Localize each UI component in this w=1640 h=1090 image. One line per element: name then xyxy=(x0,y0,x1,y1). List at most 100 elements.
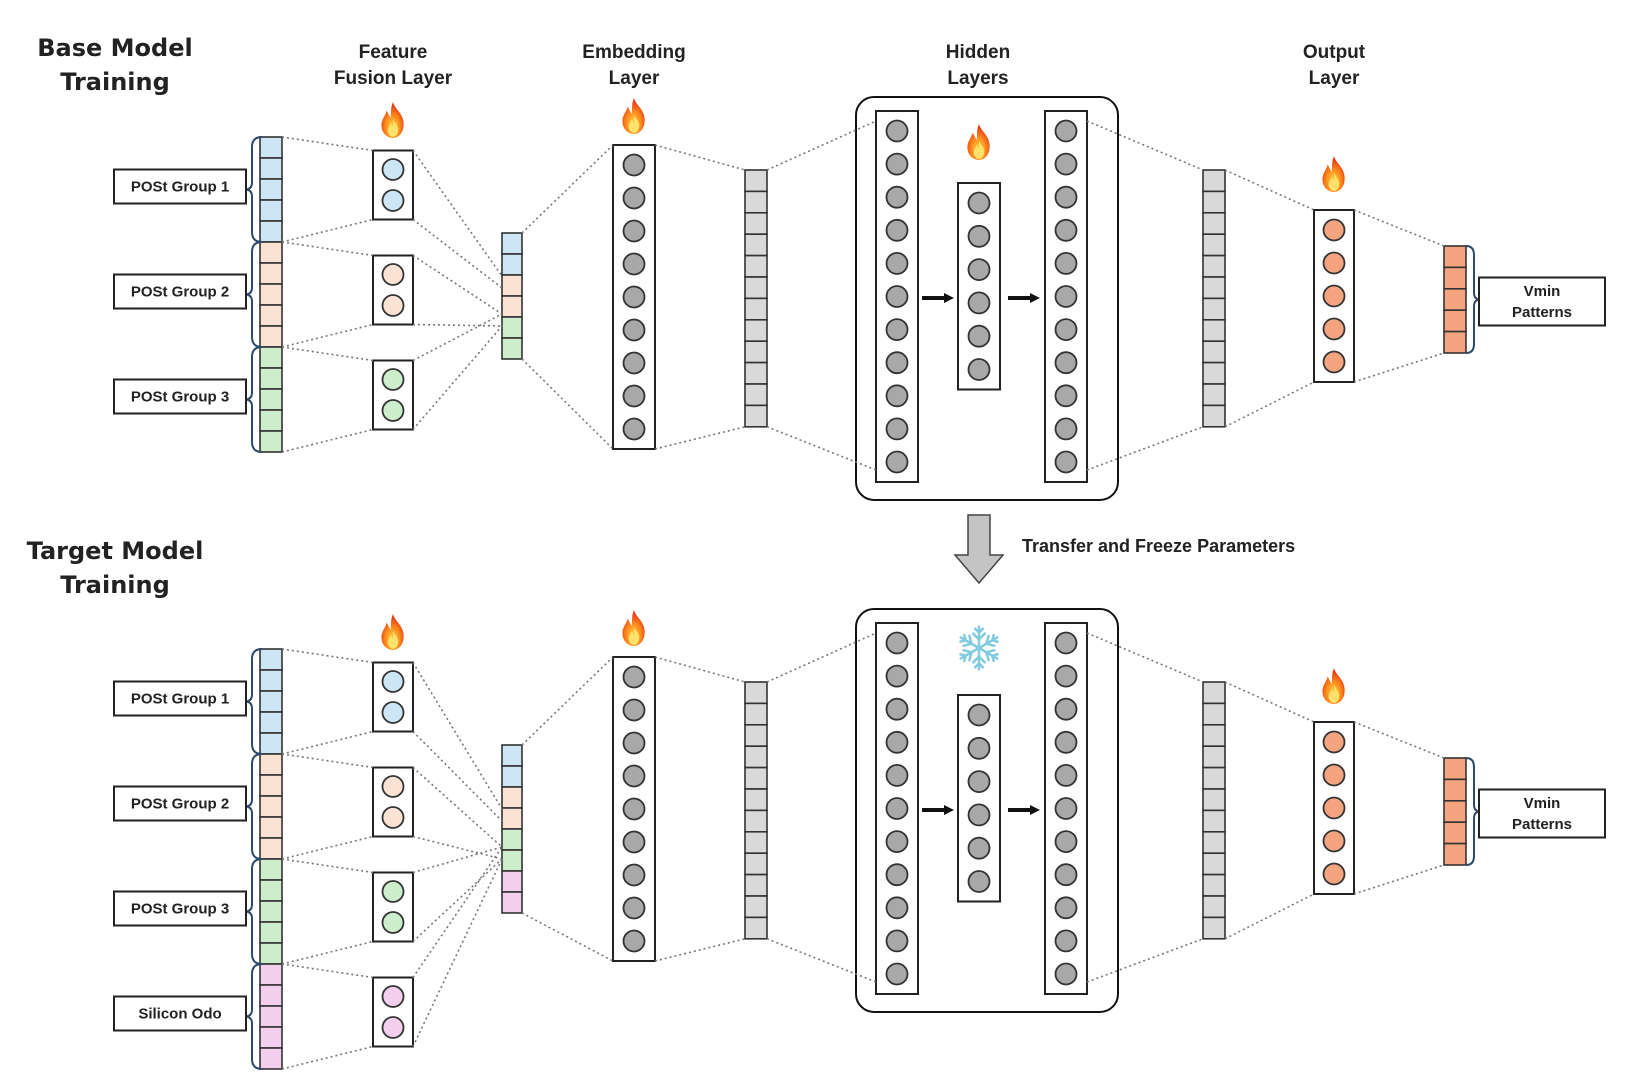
neuron xyxy=(967,291,991,315)
neuron xyxy=(885,697,909,721)
vector-to-output-line xyxy=(1224,681,1315,723)
vector-cell xyxy=(259,220,283,243)
neuron xyxy=(885,664,909,688)
vector-cell xyxy=(259,388,283,411)
vector-cell xyxy=(744,383,768,407)
hidden-to-vector-line xyxy=(1086,632,1204,683)
neuron xyxy=(381,158,405,181)
neuron xyxy=(967,803,991,827)
vector-cell xyxy=(259,157,283,180)
label-box xyxy=(113,995,247,1032)
hidden-layer-3 xyxy=(1044,110,1088,483)
input-vector-group-1 xyxy=(259,136,283,243)
hidden-layer-2 xyxy=(957,182,1001,391)
input-to-fusion-line xyxy=(281,241,374,257)
vector-cell xyxy=(259,837,283,860)
input-to-fusion-line xyxy=(281,940,374,965)
neuron xyxy=(1054,631,1078,655)
neuron xyxy=(885,119,909,143)
neuron xyxy=(885,730,909,754)
vector-cell xyxy=(259,816,283,839)
neuron xyxy=(622,384,646,408)
neuron xyxy=(885,318,909,342)
vector-cell xyxy=(744,681,768,705)
neuron xyxy=(885,631,909,655)
vector-cell xyxy=(1202,723,1226,747)
vector-cell xyxy=(259,367,283,390)
vector-cell xyxy=(744,190,768,214)
neuron xyxy=(622,797,646,821)
neuron xyxy=(622,219,646,243)
vector-cell xyxy=(1443,842,1467,866)
fused-vector xyxy=(501,232,523,360)
header-embedding-line1: Embedding xyxy=(582,42,685,63)
input-to-fusion-line xyxy=(281,858,374,874)
vector-cell xyxy=(1443,799,1467,823)
label-box xyxy=(113,680,247,717)
input-to-fusion-line xyxy=(281,323,374,348)
vector-cell xyxy=(259,304,283,327)
input-to-fusion-line xyxy=(281,835,374,860)
vector-cell xyxy=(259,1047,283,1070)
neuron xyxy=(381,399,405,422)
embedding-to-vector-line xyxy=(654,656,746,683)
neuron xyxy=(381,368,405,391)
neuron xyxy=(1054,285,1078,308)
vector-cell xyxy=(259,774,283,797)
vector-cell xyxy=(501,786,523,809)
input-label-3: POSt Group 3 xyxy=(113,890,247,927)
neuron xyxy=(1054,384,1078,408)
vector-cell xyxy=(1202,830,1226,854)
neuron xyxy=(1054,797,1078,820)
label-text: POSt Group 2 xyxy=(131,284,229,301)
output-to-vector-line xyxy=(1353,352,1445,383)
neuron xyxy=(885,152,909,176)
vector-to-output-line xyxy=(1224,381,1315,428)
neuron xyxy=(381,985,405,1008)
vector-cell xyxy=(1202,852,1226,876)
label-box xyxy=(113,378,247,415)
neuron xyxy=(967,736,991,760)
vector-cell xyxy=(1202,276,1226,300)
input-label-2: POSt Group 2 xyxy=(113,273,247,310)
header-feature-fusion-line2: Fusion Layer xyxy=(334,68,453,89)
vector-cell xyxy=(744,361,768,385)
vector-cell xyxy=(1202,681,1226,705)
vector-cell xyxy=(501,253,523,276)
vector-cell xyxy=(259,942,283,965)
embedding-vector xyxy=(744,681,768,940)
fused-to-embedding-line xyxy=(521,144,614,234)
vector-cell xyxy=(1443,266,1467,290)
neuron xyxy=(1322,862,1346,886)
neuron xyxy=(1322,350,1346,374)
transfer-label: Transfer and Freeze Parameters xyxy=(1022,536,1295,556)
fusion-neuron-box-2 xyxy=(372,254,414,326)
label-box xyxy=(1478,276,1606,327)
vector-cell xyxy=(744,809,768,833)
hidden-to-vector-line xyxy=(1086,938,1204,983)
neuron xyxy=(1322,763,1346,787)
fused-to-embedding-line xyxy=(521,656,614,746)
fusion-to-fused-line xyxy=(412,766,503,848)
output-layer xyxy=(1313,209,1355,383)
vector-cell xyxy=(501,744,523,767)
vector-cell xyxy=(501,232,523,255)
neuron xyxy=(381,775,405,798)
vector-cell xyxy=(259,1026,283,1049)
label-text: Silicon Odo xyxy=(138,1006,221,1023)
neuron xyxy=(381,880,405,903)
input-to-fusion-line xyxy=(281,730,374,755)
vector-cell xyxy=(1202,318,1226,342)
input-to-fusion-line xyxy=(281,346,374,362)
input-to-fusion-line xyxy=(281,218,374,243)
input-label-4: Silicon Odo xyxy=(113,995,247,1032)
vector-cell xyxy=(259,648,283,671)
neuron xyxy=(967,703,991,727)
neuron xyxy=(1054,218,1078,242)
header-feature-fusion-line1: Feature xyxy=(359,42,428,63)
base-title-line2: Training xyxy=(60,68,170,96)
vector-cell xyxy=(744,916,768,940)
embedding-to-vector-line xyxy=(654,938,746,962)
fire-icon xyxy=(622,98,645,134)
